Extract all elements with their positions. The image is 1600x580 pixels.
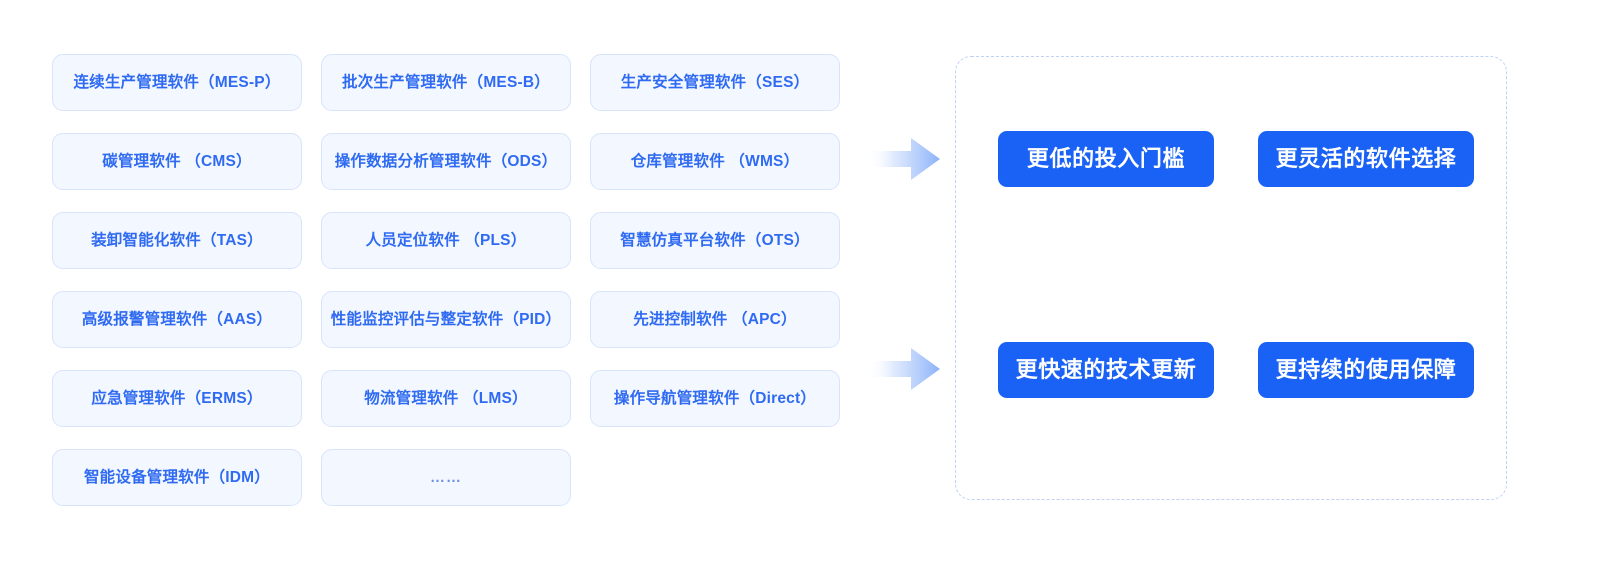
arrow-right-icon — [868, 138, 940, 180]
arrow-right-icon — [868, 348, 940, 390]
software-card-label: 人员定位软件 （PLS） — [365, 231, 527, 249]
software-card-label: 性能监控评估与整定软件（PID） — [330, 310, 562, 328]
benefit-card-label: 更持续的使用保障 — [1275, 357, 1457, 382]
software-card[interactable]: 应急管理软件（ERMS） — [52, 370, 302, 427]
software-card-grid: 连续生产管理软件（MES-P） 批次生产管理软件（MES-B） 生产安全管理软件… — [52, 54, 842, 506]
benefit-card-label: 更快速的技术更新 — [1015, 357, 1197, 382]
software-card-label: 操作数据分析管理软件（ODS） — [334, 152, 558, 170]
software-card[interactable]: 智慧仿真平台软件（OTS） — [590, 212, 840, 269]
software-card-more[interactable]: …… — [321, 449, 571, 506]
software-card[interactable]: 物流管理软件 （LMS） — [321, 370, 571, 427]
software-card-label: …… — [430, 469, 462, 486]
software-card-label: 应急管理软件（ERMS） — [91, 389, 263, 407]
benefits-panel — [955, 56, 1507, 500]
software-card-label: 连续生产管理软件（MES-P） — [73, 73, 281, 91]
software-card[interactable]: 高级报警管理软件（AAS） — [52, 291, 302, 348]
software-card-label: 智能设备管理软件（IDM） — [83, 468, 270, 486]
software-card-label: 批次生产管理软件（MES-B） — [342, 73, 550, 91]
benefit-card-label: 更低的投入门槛 — [1026, 146, 1186, 171]
software-card[interactable]: 人员定位软件 （PLS） — [321, 212, 571, 269]
software-card-label: 仓库管理软件 （WMS） — [630, 152, 800, 170]
software-card-label: 智慧仿真平台软件（OTS） — [620, 231, 810, 249]
software-card[interactable]: 碳管理软件 （CMS） — [52, 133, 302, 190]
software-card[interactable]: 批次生产管理软件（MES-B） — [321, 54, 571, 111]
software-card-label: 装卸智能化软件（TAS） — [91, 231, 263, 249]
benefit-card-label: 更灵活的软件选择 — [1275, 146, 1457, 171]
software-card[interactable]: 操作导航管理软件（Direct） — [590, 370, 840, 427]
software-card[interactable]: 操作数据分析管理软件（ODS） — [321, 133, 571, 190]
software-card[interactable]: 仓库管理软件 （WMS） — [590, 133, 840, 190]
software-card[interactable]: 智能设备管理软件（IDM） — [52, 449, 302, 506]
benefit-card[interactable]: 更快速的技术更新 — [998, 342, 1214, 398]
benefit-card[interactable]: 更持续的使用保障 — [1258, 342, 1474, 398]
software-card-label: 先进控制软件 （APC） — [633, 310, 797, 328]
benefit-card[interactable]: 更灵活的软件选择 — [1258, 131, 1474, 187]
software-card-label: 操作导航管理软件（Direct） — [613, 389, 817, 407]
software-card[interactable]: 性能监控评估与整定软件（PID） — [321, 291, 571, 348]
software-card[interactable]: 先进控制软件 （APC） — [590, 291, 840, 348]
software-card-label: 高级报警管理软件（AAS） — [81, 310, 273, 328]
software-card-label: 生产安全管理软件（SES） — [620, 73, 810, 91]
software-card[interactable]: 连续生产管理软件（MES-P） — [52, 54, 302, 111]
benefits-grid: 更低的投入门槛 更灵活的软件选择 更快速的技术更新 更持续的使用保障 — [998, 131, 1474, 398]
software-card-label: 碳管理软件 （CMS） — [102, 152, 252, 170]
benefit-card[interactable]: 更低的投入门槛 — [998, 131, 1214, 187]
software-card[interactable]: 装卸智能化软件（TAS） — [52, 212, 302, 269]
software-card-label: 物流管理软件 （LMS） — [364, 389, 528, 407]
software-card[interactable]: 生产安全管理软件（SES） — [590, 54, 840, 111]
